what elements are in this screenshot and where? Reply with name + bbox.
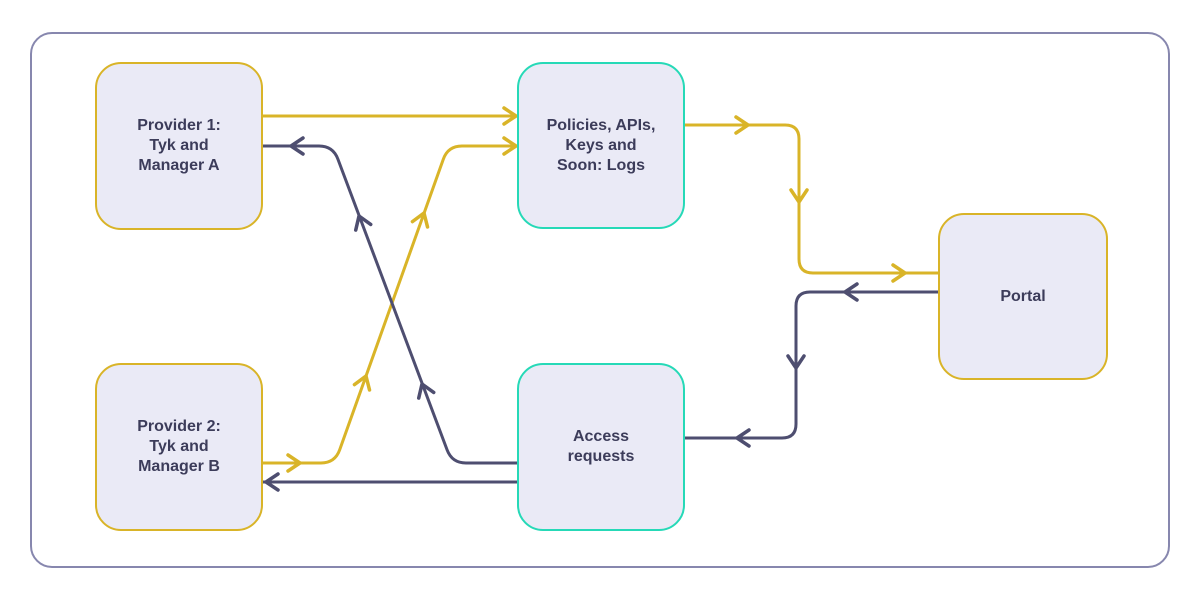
node-portal: Portal (938, 213, 1108, 380)
node-access-requests: Access requests (517, 363, 685, 531)
node-portal-label: Portal (1000, 287, 1046, 305)
edge-portal-to-access-requests (685, 282, 938, 448)
node-policies-label: Policies, APIs, Keys and Soon: Logs (546, 116, 656, 174)
diagram-outer-frame (30, 32, 1170, 568)
node-access-requests-label: Access requests (567, 428, 635, 465)
node-policies: Policies, APIs, Keys and Soon: Logs (517, 62, 685, 229)
node-provider1-label: Provider 1: Tyk and Manager A (137, 117, 221, 174)
edge-provider2-to-policies (263, 136, 518, 473)
edge-access-requests-to-provider1 (263, 136, 517, 465)
node-provider2-label: Provider 2: Tyk and Manager B (137, 418, 221, 475)
node-provider2: Provider 2: Tyk and Manager B (95, 363, 263, 531)
edge-provider1-to-policies (263, 106, 518, 126)
edge-policies-to-portal (685, 115, 938, 283)
edge-access-requests-to-provider2 (263, 472, 517, 492)
node-provider1: Provider 1: Tyk and Manager A (95, 62, 263, 230)
